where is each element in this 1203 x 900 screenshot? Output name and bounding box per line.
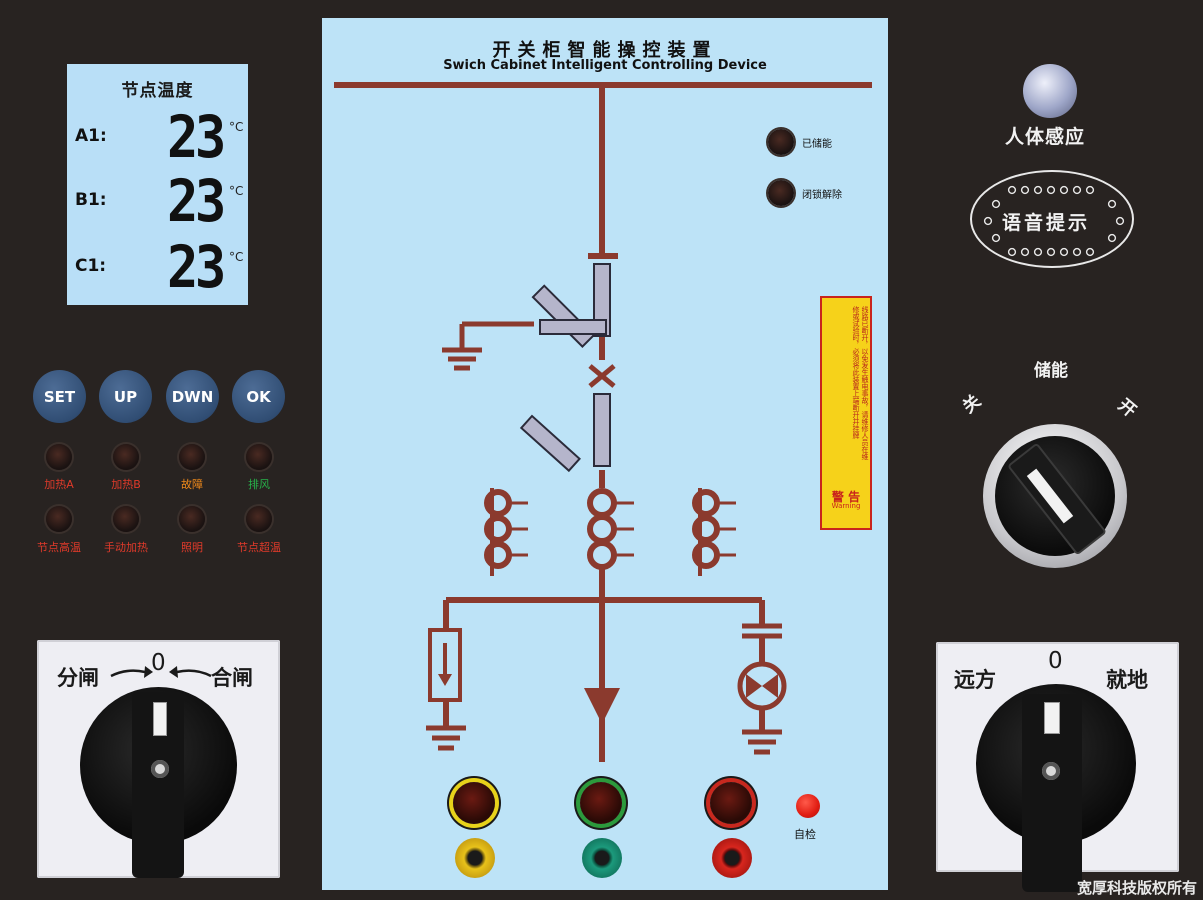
warning-text: 线路已断开，以免发生触电事故，请维修人员在维修或试验时，必须将此装置上端断开并挂…	[852, 306, 869, 460]
warning-title: 警 告	[831, 490, 861, 504]
energy-storage-label: 储能	[1034, 361, 1068, 381]
indicator-unlock	[768, 180, 794, 206]
lamp-label-fault: 故障	[181, 478, 203, 491]
lamp-label-exhaust: 排风	[248, 478, 270, 491]
lamp-exhaust	[246, 444, 272, 470]
lcd-value-c1: 23	[167, 233, 226, 301]
phase-b-socket[interactable]	[582, 838, 622, 878]
switch-label-close: 合闸	[211, 665, 253, 690]
handle-indicator	[1044, 702, 1060, 734]
speaker-holes-icon	[983, 185, 1125, 257]
self-test-label: 自检	[794, 828, 816, 841]
lcd-title: 节点温度	[121, 81, 194, 101]
keyhole-icon	[151, 760, 169, 778]
lcd-unit-a1: °C	[229, 120, 244, 134]
handle-indicator	[153, 702, 167, 736]
mode-label-remote: 远方	[954, 667, 996, 692]
phase-c-socket[interactable]	[712, 838, 752, 878]
lcd-unit-c1: °C	[229, 250, 244, 264]
lcd-label-b1: B1:	[75, 190, 107, 210]
single-line-diagram	[334, 82, 872, 762]
keyhole-icon	[1042, 762, 1060, 780]
lamp-label-node-over-temp: 节点超温	[237, 541, 281, 554]
lcd-unit-b1: °C	[229, 184, 244, 198]
lamp-fault	[179, 444, 205, 470]
speaker-grille: 语音提示	[970, 170, 1134, 268]
copyright-text: 宽厚科技版权所有	[1076, 879, 1197, 897]
phase-a-lamp	[453, 782, 495, 824]
phase-a-socket[interactable]	[455, 838, 495, 878]
lamp-manual-heat	[113, 506, 139, 532]
lamp-heat-a	[46, 444, 72, 470]
panel-subtitle: Swich Cabinet Intelligent Controlling De…	[443, 58, 767, 73]
indicator-unlock-label: 闭锁解除	[802, 190, 842, 201]
self-test-button[interactable]	[796, 794, 820, 818]
indicator-charged-label: 已储能	[802, 139, 832, 150]
lamp-node-high-temp	[46, 506, 72, 532]
warning-sign: 线路已断开，以免发生触电事故，请维修人员在维修或试验时，必须将此装置上端断开并挂…	[820, 296, 872, 530]
lamp-heat-b	[113, 444, 139, 470]
control-panel: 开关柜智能操控装置 Swich Cabinet Intelligent Cont…	[322, 18, 888, 890]
indicator-charged	[768, 129, 794, 155]
lcd-label-a1: A1:	[75, 126, 107, 146]
voice-prompt-label: 语音提示	[1002, 212, 1091, 234]
panel-title: 开关柜智能操控装置	[492, 40, 718, 61]
down-button[interactable]: DWN	[166, 370, 219, 423]
set-button[interactable]: SET	[33, 370, 86, 423]
lcd-value-a1: 23	[167, 103, 226, 171]
switch-label-zero: 0	[151, 650, 166, 676]
mode-label-zero: 0	[1048, 648, 1063, 674]
storage-on-label: 开	[1113, 395, 1140, 422]
lamp-label-node-high-temp: 节点高温	[37, 541, 81, 554]
motion-sensor-label: 人体感应	[1005, 126, 1086, 148]
up-button[interactable]: UP	[99, 370, 152, 423]
warning-subtitle: Warning	[831, 502, 861, 510]
switch-arrows-icon	[110, 666, 212, 678]
switch-label-open: 分闸	[57, 665, 99, 690]
lcd-label-c1: C1:	[75, 256, 107, 276]
phase-b-lamp	[580, 782, 622, 824]
mode-label-local: 就地	[1106, 667, 1148, 692]
lamp-lighting	[179, 506, 205, 532]
lamp-label-manual-heat: 手动加热	[104, 541, 148, 554]
lcd-value-b1: 23	[167, 167, 226, 235]
lamp-label-lighting: 照明	[181, 541, 203, 554]
storage-off-label: 关	[959, 391, 986, 418]
lamp-label-heat-b: 加热B	[111, 478, 141, 491]
lamp-node-over-temp	[246, 506, 272, 532]
ok-button[interactable]: OK	[232, 370, 285, 423]
phase-c-lamp	[710, 782, 752, 824]
temperature-lcd: 节点温度 A1: 23 °C B1: 23 °C C1: 23 °C	[67, 64, 248, 305]
breaker-switch-plate: 分闸 0 合闸	[37, 640, 280, 878]
motion-sensor-icon	[1023, 64, 1077, 118]
mode-switch-plate: 远方 0 就地	[936, 642, 1179, 892]
lamp-label-heat-a: 加热A	[44, 478, 74, 491]
